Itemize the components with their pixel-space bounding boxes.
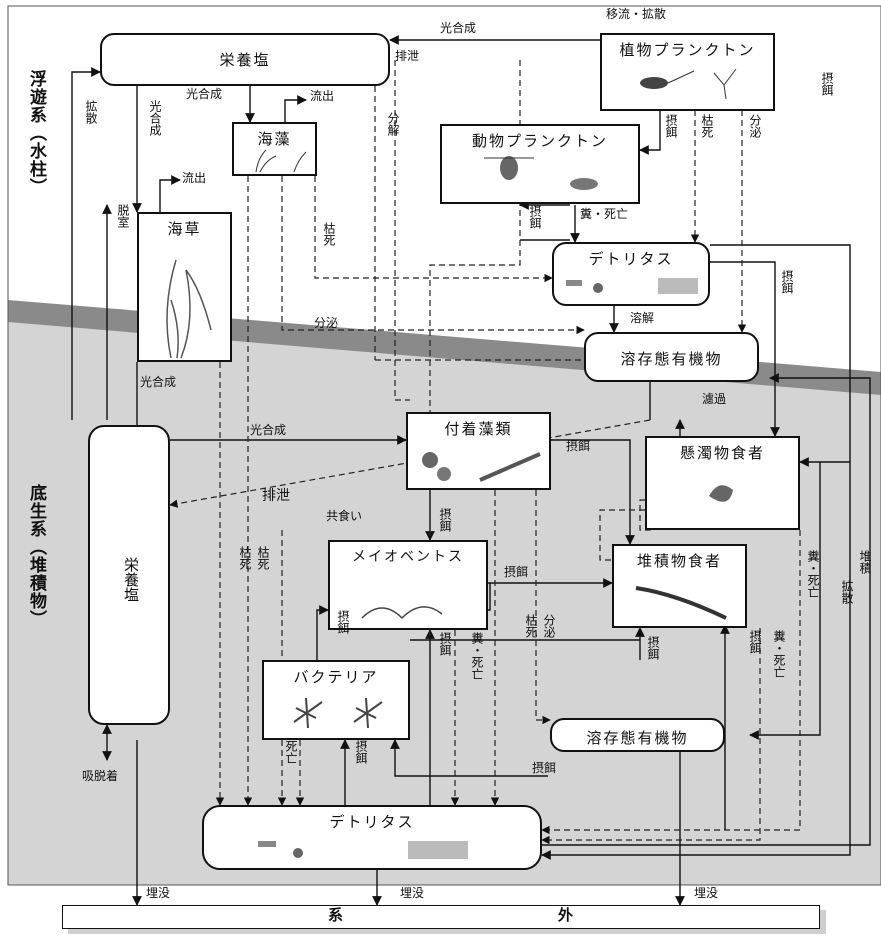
detritus-top-box: デトリタス [552, 242, 710, 306]
dom-top-label: 溶存態有機物 [586, 348, 757, 369]
seagrass-label: 海草 [139, 218, 230, 239]
label-photosynthesis-seaweed: 光合成 [186, 88, 222, 101]
phytoplankton-illustration [604, 63, 774, 103]
label-grazing-detritus: 摂餌 [780, 270, 793, 294]
label-grazing-meio-periphyton: 摂餌 [438, 508, 451, 532]
label-grazing-zoo: 摂餌 [664, 114, 677, 138]
detritus-bottom-box: デトリタス [202, 805, 542, 870]
seagrass-illustration [141, 240, 231, 360]
label-secretion-phyto: 分泌 [748, 114, 761, 138]
outside-left-label: 系 [328, 909, 343, 922]
label-photosynthesis-periphyton: 光合成 [250, 424, 286, 437]
bacteria-box: バクテリア [262, 660, 410, 740]
label-burial-a: 埋没 [146, 887, 170, 900]
detritus-bottom-label: デトリタス [204, 811, 540, 832]
label-withering-a: 枯死 [238, 546, 251, 570]
label-withering-seaweed: 枯死 [322, 222, 335, 246]
deposit-feeder-label: 堆積物食者 [614, 550, 745, 571]
label-feces-death-zoo: 糞・死亡 [580, 208, 628, 221]
label-grazing-meio-deposit: 摂餌 [504, 566, 528, 579]
meiobenthos-box: メイオベントス [328, 540, 488, 630]
periphyton-box: 付着藻類 [406, 412, 551, 490]
deposit-feeder-illustration [616, 574, 746, 624]
seaweed-illustration [236, 146, 316, 174]
label-cannibalism: 共食い [326, 510, 362, 523]
label-grazing-zoo-detritus: 摂餌 [528, 205, 541, 229]
label-withering-b: 枯死 [256, 546, 269, 570]
detritus-top-illustration [558, 272, 708, 302]
bacteria-label: バクテリア [264, 666, 408, 687]
label-grazing-bacteria: 摂餌 [354, 740, 367, 764]
zooplankton-box: 動物プランクトン [440, 124, 640, 204]
label-burial-c: 埋没 [694, 887, 718, 900]
nutrients-top-label: 栄養塩 [102, 49, 388, 70]
suspension-feeder-label: 懸濁物食者 [647, 442, 798, 463]
detritus-bottom-illustration [208, 835, 538, 867]
phytoplankton-label: 植物プランクトン [602, 39, 773, 60]
pelagic-system-label: 浮遊系（水柱） [24, 70, 49, 196]
dom-bottom-box: 溶存態有機物 [550, 718, 725, 752]
outside-system-bar: 系 外 [62, 905, 820, 929]
dom-bottom-label: 溶存態有機物 [552, 727, 723, 748]
label-feces-death-meio: 糞・死亡 [470, 632, 483, 680]
label-grazing-meio-detritus: 摂餌 [438, 632, 451, 656]
seagrass-box: 海草 [137, 212, 232, 362]
label-excretion-top: 排泄 [395, 50, 419, 63]
label-burial-b: 埋没 [400, 887, 424, 900]
dom-top-box: 溶存態有機物 [584, 332, 759, 382]
detritus-top-label: デトリタス [554, 248, 708, 269]
bacteria-illustration [266, 688, 406, 738]
label-deposition: 堆積 [858, 550, 871, 574]
label-secretion-c: 分泌 [542, 614, 555, 638]
nutrients-top-box: 栄養塩 [100, 33, 390, 86]
label-dissolution: 溶解 [630, 312, 654, 325]
meiobenthos-illustration [332, 588, 487, 628]
label-photosynthesis-left: 光合成 [148, 100, 161, 136]
label-grazing-right-top: 摂餌 [820, 72, 833, 96]
label-adsorption-desorption: 吸脱着 [82, 770, 118, 783]
label-outflow-seaweed: 流出 [310, 90, 334, 103]
label-death-bacteria: 死亡 [284, 740, 297, 764]
label-withering-phyto: 枯死 [700, 114, 713, 138]
phytoplankton-box: 植物プランクトン [600, 33, 775, 111]
label-filtration: 濾過 [702, 393, 726, 406]
periphyton-illustration [410, 440, 550, 488]
label-secretion-mid: 分泌 [314, 317, 338, 330]
seaweed-box: 海藻 [232, 122, 317, 176]
label-advection-diffusion: 移流・拡散 [606, 8, 666, 21]
label-decomposition: 分解 [386, 112, 399, 136]
deposit-feeder-box: 堆積物食者 [612, 544, 747, 628]
label-grazing-bacteria-meio: 摂餌 [336, 610, 349, 634]
benthic-system-label: 底生系（堆積物） [24, 484, 49, 628]
label-desorption: 脱室 [116, 204, 129, 228]
label-feces-death-deposit: 糞・死亡 [772, 630, 785, 678]
label-photosynthesis-top: 光合成 [440, 22, 476, 35]
label-feces-death-right: 糞・死亡 [806, 550, 819, 598]
label-diffusion-left: 拡散 [84, 100, 97, 124]
label-grazing-periphyton: 摂餌 [566, 440, 590, 453]
nutrients-bottom-box: 栄養塩 [88, 425, 170, 725]
label-excretion-bottom: 排泄 [262, 490, 290, 503]
meiobenthos-label: メイオベントス [330, 546, 486, 566]
label-grazing-dom-bottom: 摂餌 [532, 762, 556, 775]
outside-right-label: 外 [558, 909, 573, 922]
label-grazing-deposit-detritus: 摂餌 [646, 636, 659, 660]
suspension-feeder-illustration [649, 466, 799, 526]
label-withering-c: 枯死 [524, 614, 537, 638]
periphyton-label: 付着藻類 [408, 418, 549, 439]
label-grazing-right-b: 摂餌 [748, 630, 761, 654]
zooplankton-illustration [444, 152, 639, 202]
label-photosynthesis-seagrass: 光合成 [140, 376, 176, 389]
label-outflow-seagrass: 流出 [182, 172, 206, 185]
zooplankton-label: 動物プランクトン [442, 130, 638, 151]
label-diffusion-right: 拡散 [840, 580, 853, 604]
suspension-feeder-box: 懸濁物食者 [645, 436, 800, 530]
nutrients-bottom-label: 栄養塩 [124, 557, 137, 602]
